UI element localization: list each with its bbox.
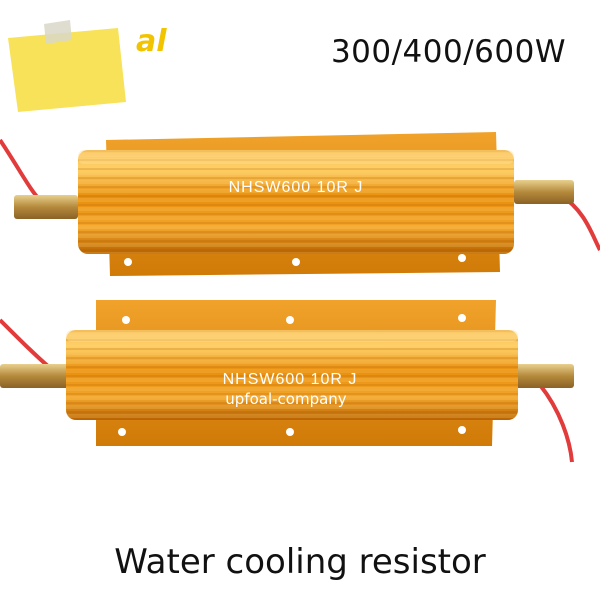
sticky-note: [8, 20, 126, 112]
resistor-top: NHSW600 10R J: [0, 132, 600, 276]
model-label-top: NHSW600 10R J: [229, 179, 364, 196]
mount-hole: [122, 316, 130, 324]
mount-hole: [458, 254, 466, 262]
wire-right-bottom: [538, 383, 574, 463]
wire-left-top: [0, 138, 42, 202]
resistor-bottom: NHSW600 10R J upfoal-company: [0, 300, 574, 463]
mount-hole: [124, 258, 132, 266]
fitting-right-bottom: [514, 364, 574, 388]
fitting-left-bottom: [0, 364, 72, 388]
power-rating: 300/400/600W: [330, 34, 566, 70]
model-label-bottom: NHSW600 10R J: [223, 371, 358, 388]
logo-fragment: al: [136, 24, 167, 59]
mount-hole: [286, 428, 294, 436]
fitting-right-top: [514, 180, 574, 204]
fitting-left-top: [14, 195, 78, 219]
mount-hole: [118, 428, 126, 436]
mount-hole: [286, 316, 294, 324]
watermark: upfoal-company: [225, 390, 347, 408]
caption: Water cooling resistor: [114, 542, 486, 582]
mount-hole: [292, 258, 300, 266]
mount-hole: [458, 426, 466, 434]
mount-hole: [458, 314, 466, 322]
